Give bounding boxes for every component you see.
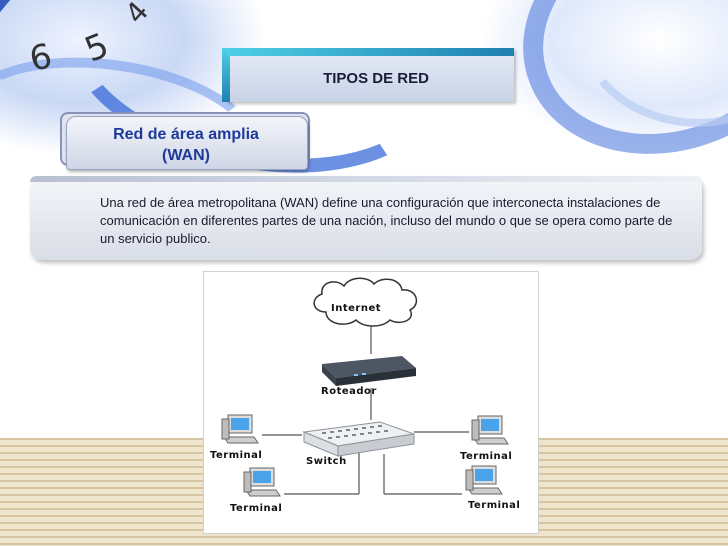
- router-label: Roteador: [321, 386, 377, 397]
- description-text: Una red de área metropolitana (WAN) defi…: [100, 195, 673, 246]
- page-title: TIPOS DE RED: [323, 70, 429, 87]
- section-title-line1: Red de área amplia: [113, 126, 259, 143]
- section-title-line2: (WAN): [162, 147, 210, 164]
- connection-lines: [262, 324, 469, 495]
- network-diagram-svg: Internet Roteador: [210, 277, 520, 514]
- subtitle-tab: Red de área amplia (WAN): [66, 116, 308, 170]
- switch-label: Switch: [306, 456, 347, 467]
- computer-icon: [465, 465, 503, 495]
- terminal-label: Terminal: [230, 503, 282, 514]
- section-title: Red de área amplia (WAN): [67, 124, 305, 166]
- cloud-icon: [313, 277, 418, 327]
- router-icon: [322, 356, 416, 386]
- terminal-label: Terminal: [460, 451, 512, 462]
- internet-label: Internet: [331, 303, 381, 314]
- network-diagram: Internet Roteador: [203, 271, 539, 534]
- description-panel: Una red de área metropolitana (WAN) defi…: [30, 176, 702, 260]
- title-banner: TIPOS DE RED: [222, 48, 514, 102]
- switch-icon: [302, 421, 415, 457]
- computer-icon: [221, 414, 259, 444]
- computer-icon: [471, 415, 509, 445]
- terminal-label: Terminal: [210, 450, 262, 461]
- terminal-label: Terminal: [468, 500, 520, 511]
- computer-icon: [243, 467, 281, 497]
